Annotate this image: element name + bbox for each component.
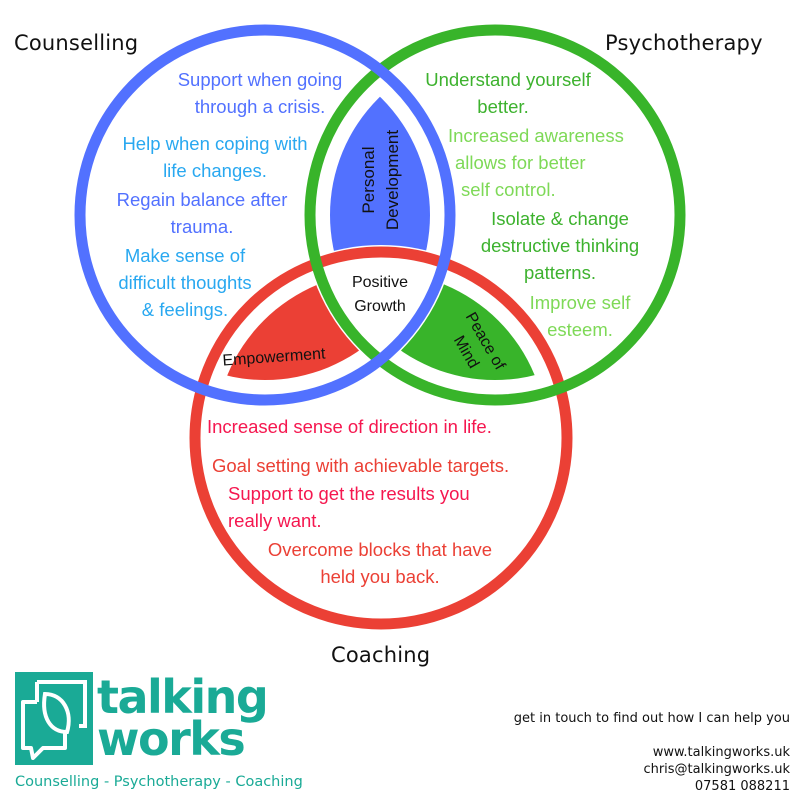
speech-bubbles-icon xyxy=(21,680,87,760)
coaching-item-1: Increased sense of direction in life. xyxy=(207,416,492,437)
psychotherapy-item-3: Isolate & change destructive thinking pa… xyxy=(480,208,640,283)
counselling-title: Counselling xyxy=(14,31,139,55)
overlap-empowerment-fill xyxy=(215,272,430,380)
contact-block: www.talkingworks.uk chris@talkingworks.u… xyxy=(470,744,790,795)
overlap-positive-growth: Positive Growth xyxy=(351,274,409,315)
psychotherapy-item-1: Understand yourself better. xyxy=(425,69,591,117)
counselling-ring xyxy=(74,24,456,406)
coaching-item-3: Support to get the results you really wa… xyxy=(228,483,470,531)
brand-name-line1: talking xyxy=(97,670,269,724)
coaching-item-4: Overcome blocks that have held you back. xyxy=(267,539,493,587)
psychotherapy-title: Psychotherapy xyxy=(605,31,763,55)
brand-tagline: Counselling - Psychotherapy - Coaching xyxy=(15,774,303,790)
coaching-item-2: Goal setting with achievable targets. xyxy=(212,455,510,476)
psychotherapy-item-4: Improve self esteem. xyxy=(529,292,631,340)
overlap-peace-of-mind-fill xyxy=(330,272,547,380)
contact-cta: get in touch to find out how I can help … xyxy=(513,711,790,726)
contact-phone[interactable]: 07581 088211 xyxy=(694,779,790,794)
psychotherapy-item-2: Increased awareness allows for better se… xyxy=(448,125,624,200)
counselling-item-3: Regain balance after trauma. xyxy=(116,189,288,237)
counselling-item-1: Support when going through a crisis. xyxy=(177,69,343,117)
contact-email[interactable]: chris@talkingworks.uk xyxy=(643,762,790,777)
coaching-ring xyxy=(189,246,573,630)
talking-works-logo-mark xyxy=(15,672,93,765)
counselling-item-4: Make sense of difficult thoughts & feeli… xyxy=(118,245,252,320)
brand-name-line2: works xyxy=(97,712,246,766)
counselling-item-2: Help when coping with life changes. xyxy=(122,133,308,181)
coaching-title: Coaching xyxy=(331,643,431,667)
psychotherapy-ring xyxy=(304,24,686,406)
contact-website[interactable]: www.talkingworks.uk xyxy=(652,745,790,760)
